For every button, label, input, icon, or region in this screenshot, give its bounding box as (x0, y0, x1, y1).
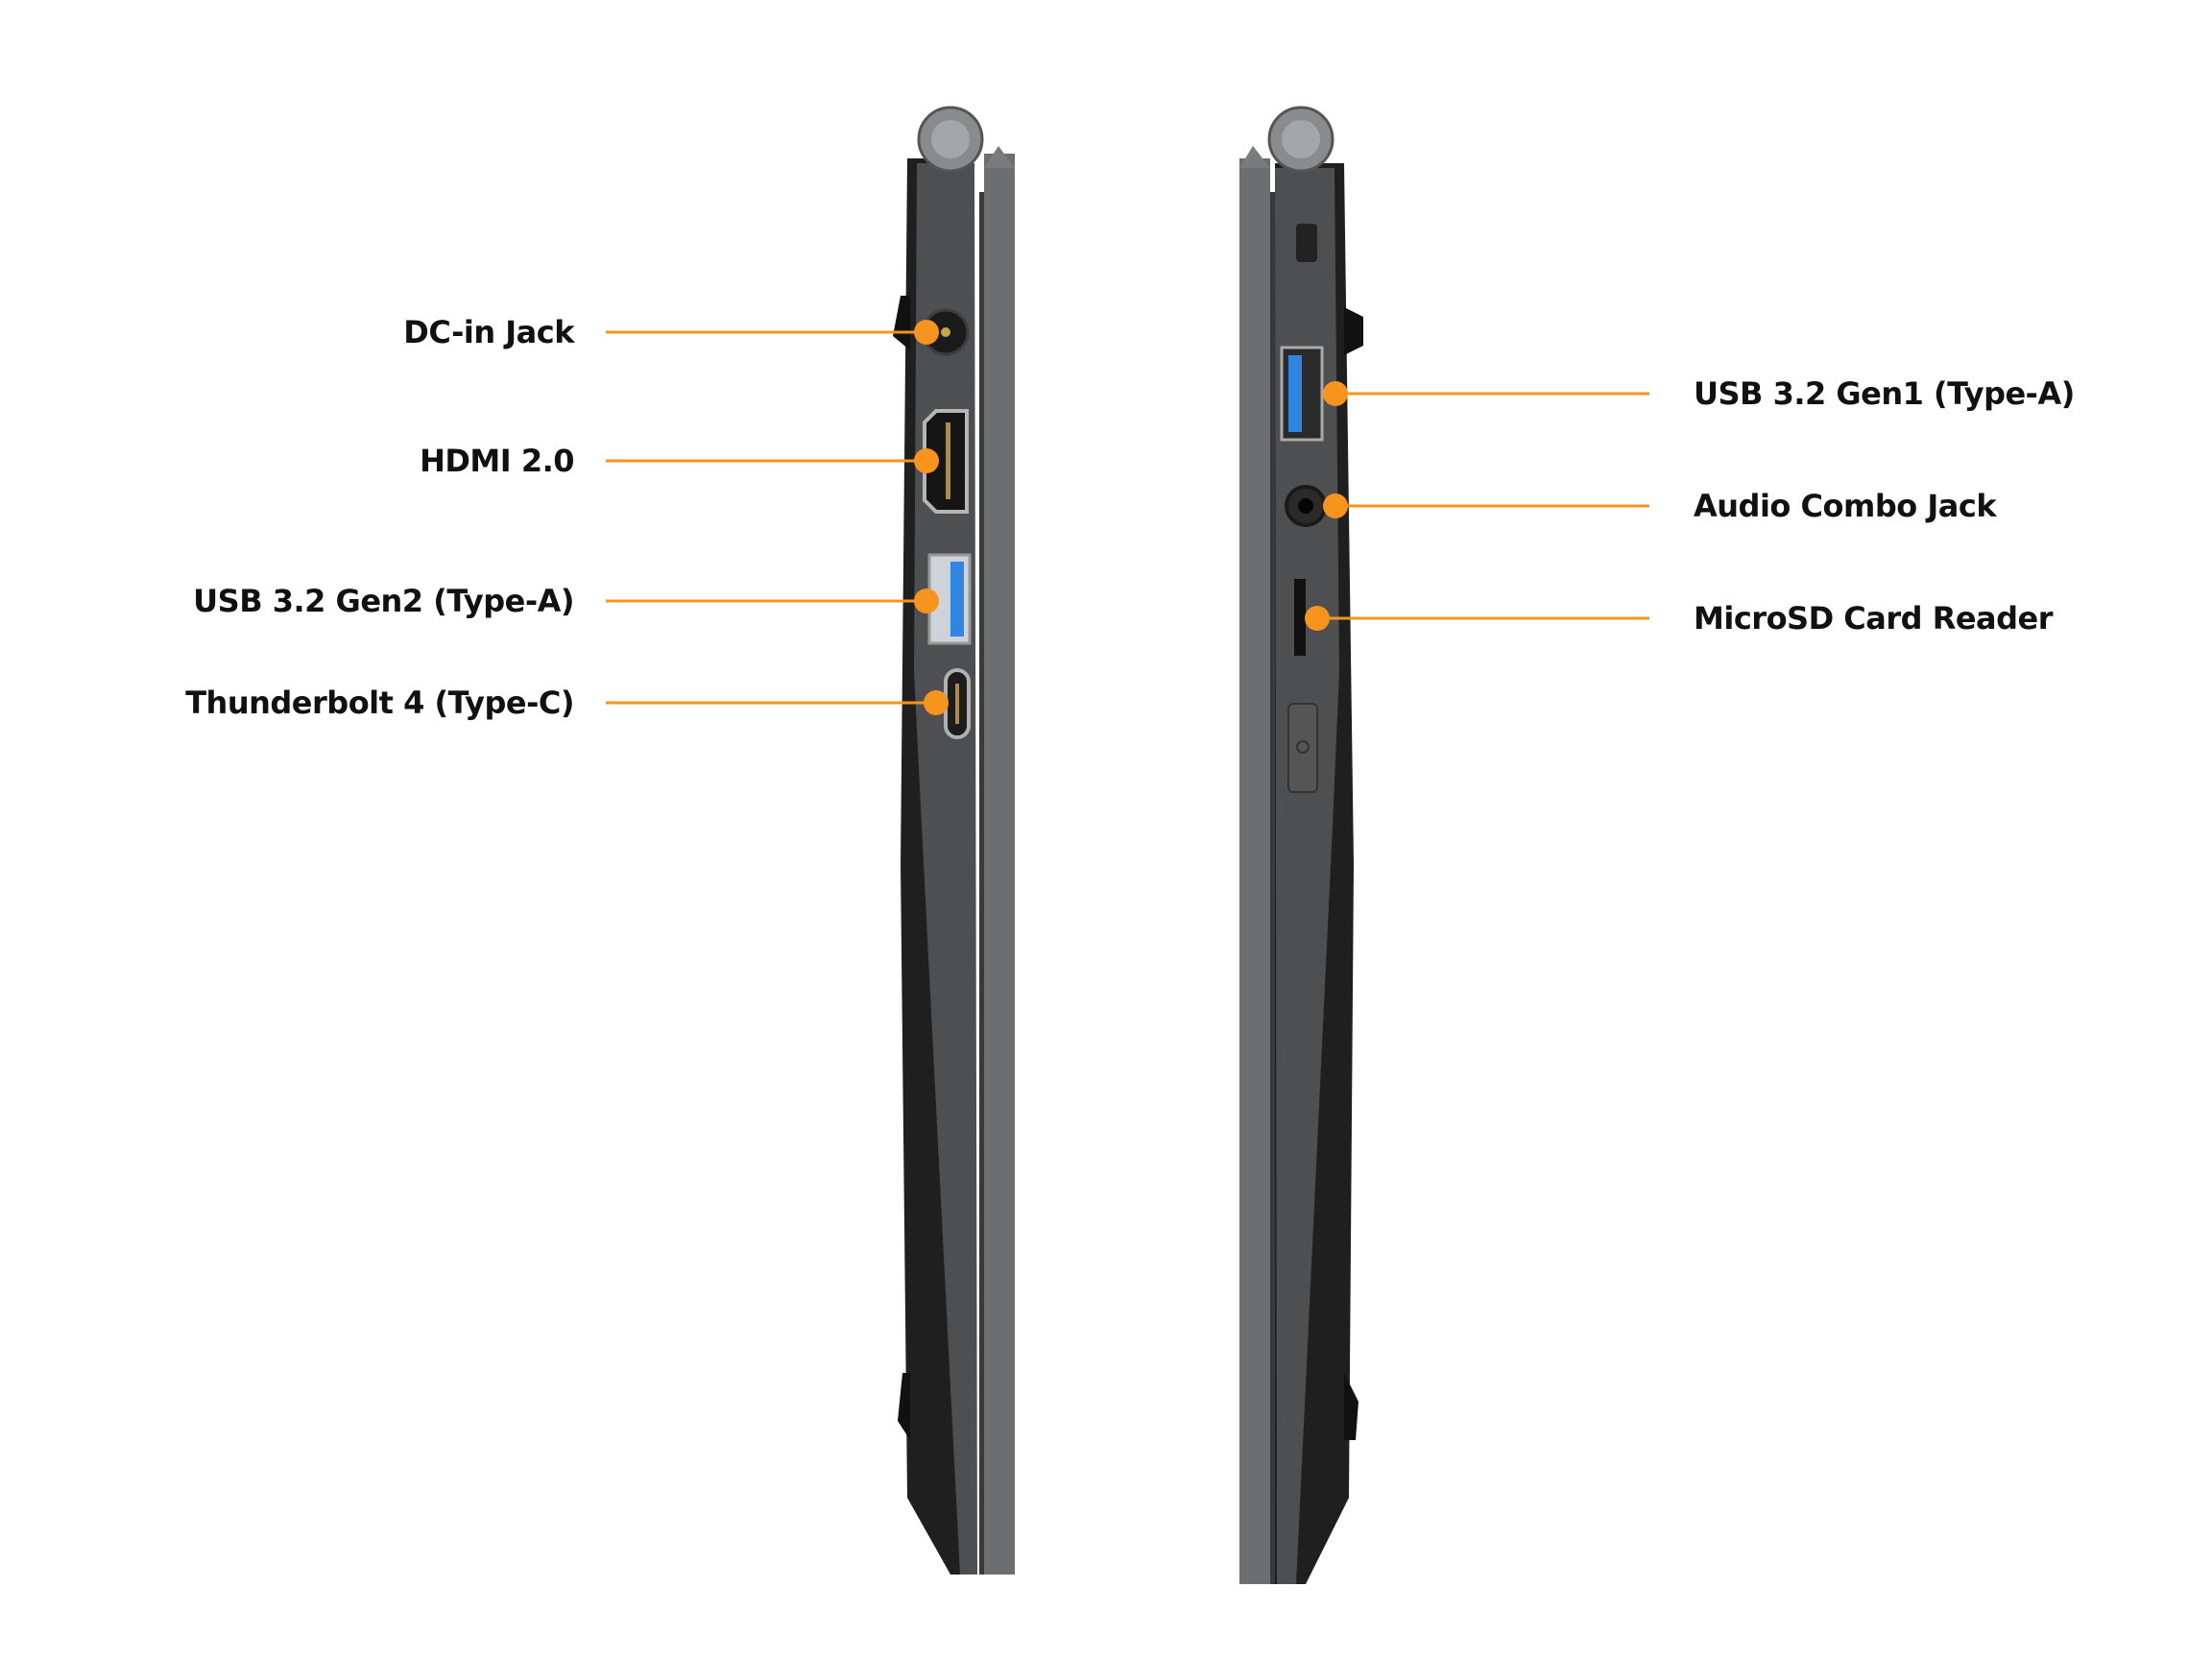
audio-hole (1298, 498, 1313, 514)
power-symbol (1296, 740, 1310, 754)
callout-dot-audio (1323, 493, 1348, 518)
callout-dot-usb-gen1 (1323, 381, 1348, 406)
label-dc-in-jack: DC-in Jack (403, 314, 574, 350)
label-microsd: MicroSD Card Reader (1694, 600, 2054, 637)
callout-dots (914, 320, 1348, 715)
callout-dot-microsd (1305, 606, 1330, 631)
right-hinge-cap (1282, 120, 1320, 158)
right-body-panel (1275, 168, 1339, 1584)
laptop-left-side (893, 106, 1015, 1575)
usb-a-tongue-right (1288, 355, 1302, 432)
label-usb-gen1: USB 3.2 Gen1 (Type-A) (1694, 375, 2075, 412)
left-lid-top (984, 146, 1015, 168)
microsd-slot (1294, 579, 1306, 656)
label-thunderbolt: Thunderbolt 4 (Type-C) (185, 685, 574, 721)
security-lock-slot (1296, 224, 1317, 262)
label-hdmi: HDMI 2.0 (420, 443, 574, 479)
left-hinge-cap (931, 120, 970, 158)
left-lid (984, 154, 1015, 1575)
left-foot-bottom (898, 1373, 910, 1440)
label-audio-combo-jack: Audio Combo Jack (1694, 488, 1997, 524)
callout-dot-hdmi (914, 448, 939, 473)
right-lid (1239, 158, 1270, 1584)
usb-c-tongue (955, 684, 959, 724)
callout-dot-thunderbolt (924, 690, 949, 715)
left-hinge-gap (979, 192, 984, 1575)
label-usb-gen2: USB 3.2 Gen2 (Type-A) (193, 583, 574, 619)
usb-a-tongue (950, 562, 964, 637)
right-foot-top (1344, 307, 1363, 355)
power-button-icon (1287, 703, 1318, 793)
laptop-right-side (1239, 106, 1363, 1584)
left-body-panel (914, 163, 977, 1575)
dc-pin (941, 327, 950, 337)
right-foot-bottom (1344, 1373, 1358, 1440)
callout-lines (606, 330, 1649, 705)
hdmi-pins (946, 422, 950, 499)
right-lid-top (1239, 146, 1270, 168)
callout-dot-dc (914, 320, 939, 345)
right-hinge-gap (1270, 192, 1275, 1584)
callout-dot-usb-gen2 (914, 589, 939, 613)
left-foot-top (893, 296, 910, 350)
